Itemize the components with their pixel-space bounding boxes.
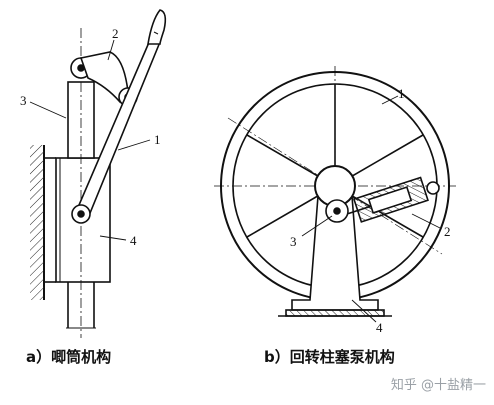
plunger-cylinder — [347, 176, 429, 223]
label-a-4: 4 — [130, 233, 137, 248]
label-b-4: 4 — [376, 320, 383, 335]
column-base — [285, 309, 385, 317]
label-b-3: 3 — [290, 234, 297, 249]
figure-b-drawing — [214, 66, 456, 323]
figure-a-drawing — [29, 9, 167, 338]
caption-a: a）唧筒机构 — [26, 348, 112, 366]
label-a-1: 1 — [154, 132, 161, 147]
label-a-3: 3 — [20, 93, 27, 108]
label-a-2: 2 — [112, 26, 119, 41]
wall-ground — [30, 145, 45, 300]
watermark: 知乎 @十盐精一 — [390, 378, 486, 393]
cylinder-pivot — [426, 181, 440, 195]
label-b-2: 2 — [444, 224, 451, 239]
label-b-1: 1 — [398, 86, 405, 101]
handle-grip — [147, 9, 167, 45]
caption-b: b）回转柱塞泵机构 — [264, 348, 395, 366]
